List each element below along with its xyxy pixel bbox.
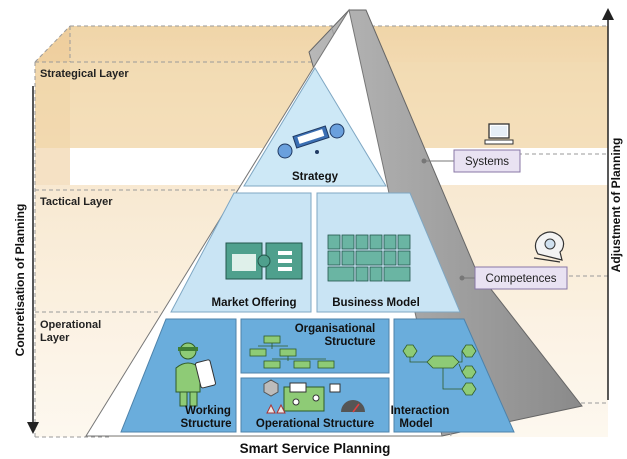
- competences-label: Competences: [486, 273, 557, 285]
- circuit-gauge-icon: [263, 379, 365, 414]
- puzzle-gear-icon: [225, 242, 303, 280]
- concretisation-axis-label: Concretisation of Planning: [13, 204, 27, 357]
- interaction-model-box[interactable]: [393, 318, 515, 433]
- systems-label: Systems: [465, 156, 509, 168]
- strategy-network-icon: [277, 123, 345, 159]
- strategy-label: Strategy: [292, 171, 339, 183]
- market-offering-label: Market Offering: [212, 297, 297, 309]
- systems-tag: Systems: [421, 149, 521, 173]
- competences-tag: Competences: [459, 266, 568, 290]
- hexagon-flow-icon: [402, 344, 477, 396]
- operational-structure-label: Operational Structure: [256, 418, 374, 430]
- organisational-structure-label-2: Structure: [324, 336, 375, 348]
- adjustment-axis-label: Adjustment of Planning: [609, 138, 623, 273]
- operational-layer-label-1: Operational: [40, 319, 101, 331]
- working-structure-label-1: Working: [185, 405, 231, 417]
- working-structure-label-2: Structure: [180, 418, 231, 430]
- head-gear-icon: [533, 231, 565, 263]
- worker-tablet-icon: [175, 342, 216, 407]
- business-model-label: Business Model: [332, 297, 420, 309]
- computer-icon: [484, 123, 514, 145]
- grid-table-icon: [327, 234, 411, 282]
- smart-service-planning-title: Smart Service Planning: [240, 441, 391, 456]
- tactical-layer-label: Tactical Layer: [40, 196, 113, 208]
- interaction-model-label-2: Model: [399, 418, 432, 430]
- org-chart-icon: [249, 335, 335, 369]
- strategical-layer-label: Strategical Layer: [40, 68, 129, 80]
- right-axis: Adjustment of Planning: [602, 8, 623, 400]
- strategy-box[interactable]: [243, 67, 387, 187]
- operational-layer-label-2: Layer: [40, 332, 70, 344]
- interaction-model-label-1: Interaction: [391, 405, 450, 417]
- left-axis: Concretisation of Planning: [13, 86, 39, 434]
- organisational-structure-label-1: Organisational: [295, 323, 376, 335]
